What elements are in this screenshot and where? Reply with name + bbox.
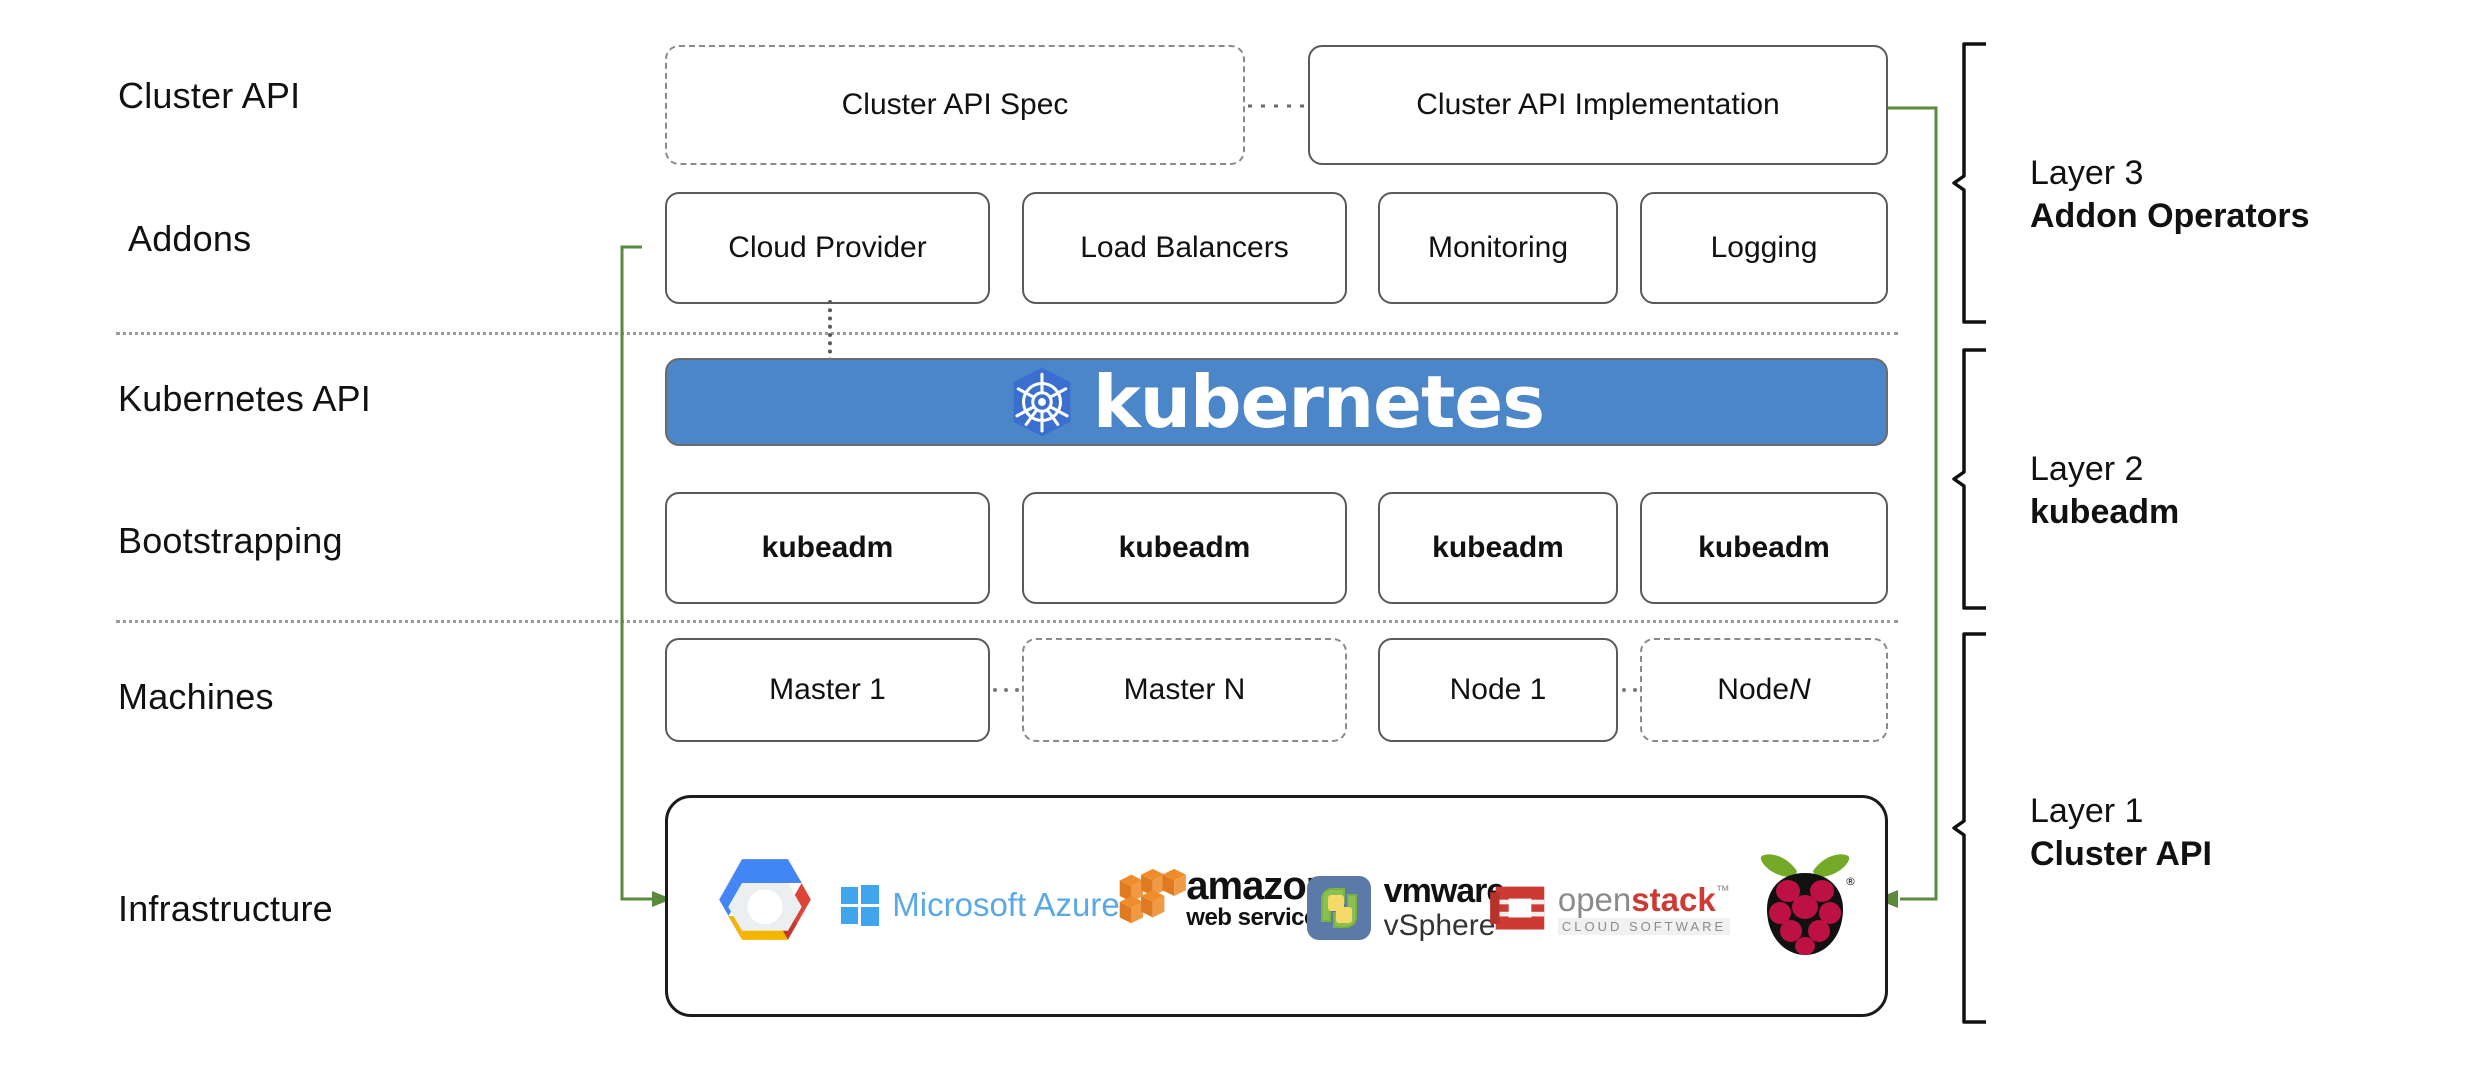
addon-label-logging: Logging [1710, 231, 1818, 264]
cluster-api-implementation-box[interactable]: Cluster API Implementation [1308, 45, 1888, 165]
layer-1-bracket [1952, 632, 1986, 1024]
openstack-trademark-symbol: ™ [1715, 881, 1730, 898]
kubeadm-label-1: kubeadm [761, 531, 894, 564]
kubeadm-label-4: kubeadm [1698, 531, 1830, 564]
kubernetes-helm-wheel-icon [1013, 367, 1071, 437]
openstack-tagline: CLOUD SOFTWARE [1557, 917, 1731, 936]
infrastructure-box[interactable] [665, 795, 1888, 1017]
kubeadm-box-2[interactable]: kubeadm [1022, 492, 1347, 604]
svg-text:®: ® [1845, 875, 1856, 888]
connector-node-1-to-node-n [1618, 682, 1640, 698]
machine-label-master-1: Master 1 [769, 673, 886, 706]
vmware-vsphere-icon [1306, 876, 1371, 940]
addon-label-cloud-provider: Cloud Provider [728, 231, 927, 264]
aws-amazon-wordmark: amazon [1186, 864, 1330, 908]
aws-web-services-wordmark: web services [1186, 904, 1330, 931]
openstack-open-wordmark: open [1557, 880, 1632, 918]
microsoft-azure-wordmark: Microsoft Azure [892, 886, 1120, 923]
separator-layer3-layer2 [116, 332, 1898, 335]
layer-3-name: Addon Operators [2030, 196, 2310, 235]
kubernetes-banner[interactable]: kubernetes [665, 358, 1888, 446]
layer-1-name: Cluster API [2030, 834, 2213, 873]
cluster-api-spec-label: Cluster API Spec [841, 88, 1069, 121]
openstack-stack-wordmark: stack [1631, 880, 1716, 918]
google-cloud-logo [690, 845, 840, 965]
separator-layer2-layer1 [116, 620, 1898, 623]
addon-label-load-balancers: Load Balancers [1080, 231, 1289, 264]
layer-1-label: Layer 1 Cluster API [2030, 790, 2212, 876]
connector-cloud-provider-to-kubernetes [828, 300, 832, 370]
row-label-cluster-api: Cluster API [118, 75, 301, 116]
machine-box-node-n[interactable]: Node N [1640, 638, 1888, 742]
machine-box-master-n[interactable]: Master N [1022, 638, 1347, 742]
vsphere-wordmark: vSphere [1383, 909, 1496, 943]
kubeadm-label-3: kubeadm [1432, 531, 1564, 564]
layer-2-bracket [1952, 348, 1986, 610]
machine-label-node-n-index: N [1789, 673, 1811, 706]
microsoft-azure-logo: Microsoft Azure [830, 855, 1130, 955]
machine-label-node-1: Node 1 [1449, 673, 1547, 706]
addon-box-cloud-provider[interactable]: Cloud Provider [665, 192, 990, 304]
kubeadm-box-1[interactable]: kubeadm [665, 492, 990, 604]
cluster-api-spec-box[interactable]: Cluster API Spec [665, 45, 1245, 165]
layer-2-name: kubeadm [2030, 492, 2180, 531]
microsoft-window-icon [841, 885, 880, 926]
layer-1-number: Layer 1 [2030, 792, 2144, 830]
machine-label-node-n: Node [1717, 673, 1790, 706]
machine-label-master-n: Master N [1123, 673, 1246, 706]
layer-3-label: Layer 3 Addon Operators [2030, 152, 2310, 238]
kubeadm-label-2: kubeadm [1118, 531, 1251, 564]
addon-box-logging[interactable]: Logging [1640, 192, 1888, 304]
row-label-bootstrapping: Bootstrapping [118, 520, 343, 561]
addon-label-monitoring: Monitoring [1427, 231, 1569, 264]
layer-2-number: Layer 2 [2030, 450, 2144, 488]
kubeadm-box-4[interactable]: kubeadm [1640, 492, 1888, 604]
machine-box-node-1[interactable]: Node 1 [1378, 638, 1618, 742]
kubeadm-box-3[interactable]: kubeadm [1378, 492, 1618, 604]
row-label-infrastructure: Infrastructure [118, 888, 333, 929]
raspberry-pi-icon: ® [1760, 854, 1856, 955]
kubernetes-wordmark: kubernetes [1092, 360, 1545, 444]
row-label-kubernetes-api: Kubernetes API [118, 378, 371, 419]
aws-cubes-icon [1120, 868, 1187, 924]
addon-box-load-balancers[interactable]: Load Balancers [1022, 192, 1347, 304]
row-label-machines: Machines [118, 676, 274, 717]
google-cloud-hexagon-icon [719, 859, 811, 940]
layer-3-number: Layer 3 [2030, 154, 2144, 192]
vmware-vsphere-logo: vmware vSphere [1270, 858, 1540, 958]
openstack-logo: open stack ™ CLOUD SOFTWARE [1480, 862, 1740, 956]
addon-box-monitoring[interactable]: Monitoring [1378, 192, 1618, 304]
amazon-web-services-logo: amazon web services [1090, 840, 1350, 956]
row-label-addons: Addons [128, 218, 252, 259]
machine-box-master-1[interactable]: Master 1 [665, 638, 990, 742]
openstack-square-icon [1489, 886, 1545, 930]
layer-2-label: Layer 2 kubeadm [2030, 448, 2179, 534]
cluster-api-implementation-label: Cluster API Implementation [1416, 88, 1780, 121]
layer-3-bracket [1952, 42, 1986, 324]
connector-master-1-to-master-n [990, 682, 1022, 698]
raspberry-pi-logo: ® [1740, 838, 1870, 968]
green-connector-left [620, 245, 672, 907]
vmware-wordmark: vmware [1383, 872, 1506, 911]
